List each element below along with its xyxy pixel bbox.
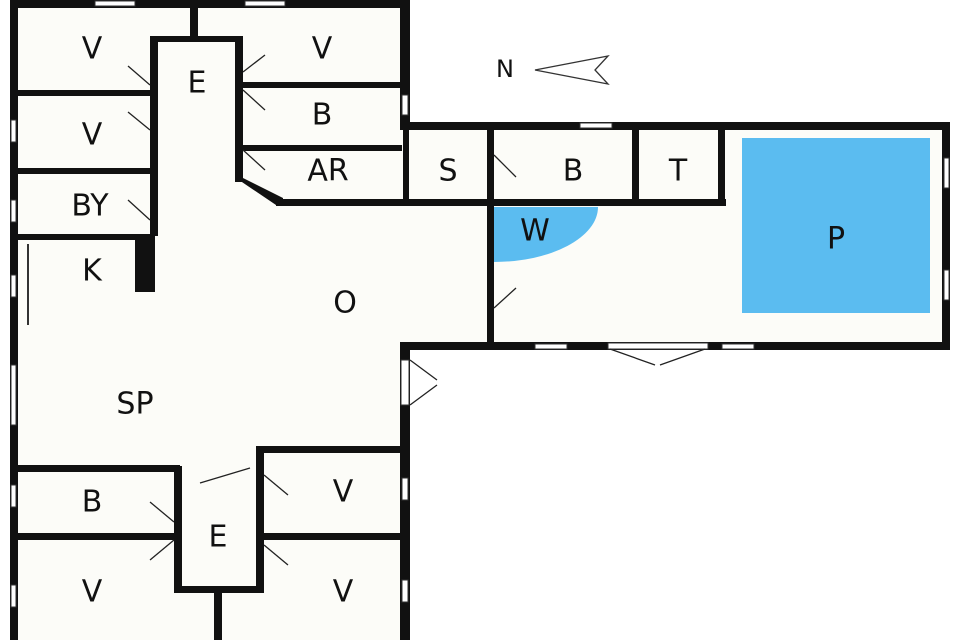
windows bbox=[10, 0, 950, 608]
compass: N bbox=[496, 54, 610, 86]
room-labels: V V E B V AR S B T BY W P K O SP B V E V… bbox=[71, 32, 845, 610]
room-label: P bbox=[827, 222, 845, 257]
room-label: S bbox=[438, 154, 457, 189]
room-label: BY bbox=[71, 189, 109, 224]
north-arrow-icon bbox=[534, 54, 610, 86]
room-label: E bbox=[188, 66, 207, 101]
room-label: V bbox=[82, 118, 103, 153]
room-label: K bbox=[82, 254, 103, 289]
north-label: N bbox=[496, 55, 514, 83]
room-label: V bbox=[312, 32, 333, 67]
room-label: O bbox=[333, 286, 357, 321]
door-swings bbox=[127, 54, 706, 566]
room-label: AR bbox=[307, 154, 348, 189]
pool bbox=[742, 138, 930, 313]
room-label: B bbox=[312, 98, 333, 133]
room-label: SP bbox=[116, 387, 153, 422]
room-label: V bbox=[333, 575, 354, 610]
room-label: T bbox=[668, 154, 688, 189]
room-label: V bbox=[82, 575, 103, 610]
room-label: B bbox=[82, 485, 103, 520]
room-label: V bbox=[82, 32, 103, 67]
room-label: V bbox=[333, 475, 354, 510]
room-label: E bbox=[209, 520, 228, 555]
room-label: W bbox=[520, 214, 550, 249]
wardrobe-arc bbox=[494, 207, 598, 262]
room-label: B bbox=[563, 154, 584, 189]
